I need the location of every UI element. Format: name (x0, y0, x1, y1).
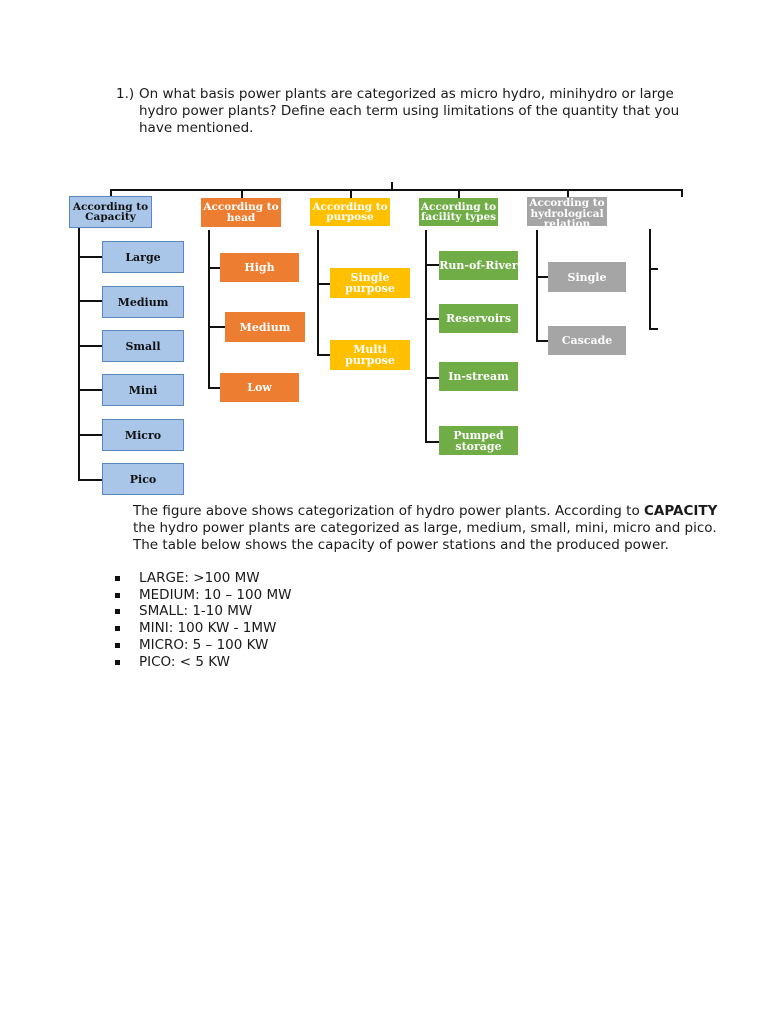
drop-head (241, 189, 243, 199)
facility-branch (425, 264, 440, 266)
facility-spine (425, 230, 427, 442)
category-head: According to head (201, 198, 281, 227)
capacity-spine (78, 228, 80, 480)
capacity-bullet-list: LARGE: >100 MW MEDIUM: 10 – 100 MW SMALL… (114, 570, 292, 670)
drop-hydrological (567, 189, 569, 199)
hydrological-branch (536, 276, 549, 278)
capacity-item-pico: Pico (102, 463, 184, 495)
head-item-low: Low (220, 373, 299, 402)
bullet-item: PICO: < 5 KW (114, 654, 292, 671)
category-capacity: According to Capacity (69, 196, 152, 228)
category-hydrological: According to hydrological relation (527, 197, 607, 226)
bullet-square-icon (115, 609, 120, 615)
bullet-item: SMALL: 1-10 MW (114, 603, 292, 620)
bullet-item: MINI: 100 KW - 1MW (114, 620, 292, 637)
hydrological-item-cascade: Cascade (548, 326, 626, 355)
head-branch (208, 326, 226, 328)
bullet-item: LARGE: >100 MW (114, 570, 292, 587)
question-number: 1.) (116, 86, 135, 102)
head-item-medium: Medium (225, 312, 305, 342)
head-branch (208, 267, 221, 269)
paragraph-bold-term: CAPACITY (644, 503, 718, 519)
facility-item-reservoirs: Reservoirs (439, 304, 518, 333)
drop-capacity (110, 189, 112, 197)
root-connector (391, 182, 393, 190)
hydrological-spine (536, 230, 538, 342)
bullet-square-icon (115, 626, 120, 632)
bullet-item: MICRO: 5 – 100 KW (114, 637, 292, 654)
head-item-high: High (220, 253, 299, 282)
hydrological-item-single: Single (548, 262, 626, 292)
capacity-branch (78, 256, 103, 258)
paragraph-text-after: the hydro power plants are categorized a… (133, 520, 717, 553)
drop-purpose (350, 189, 352, 199)
hydrological-branch (536, 340, 549, 342)
purpose-spine (317, 230, 319, 356)
capacity-item-large: Large (102, 241, 184, 273)
head-branch (208, 387, 221, 389)
capacity-item-small: Small (102, 330, 184, 362)
sixth-branch (649, 268, 658, 270)
purpose-branch (317, 354, 331, 356)
paragraph-text-before: The figure above shows categorization of… (133, 503, 640, 519)
purpose-item-single: Single purpose (330, 268, 410, 298)
sixth-branch (649, 328, 658, 330)
capacity-item-micro: Micro (102, 419, 184, 451)
purpose-branch (317, 283, 331, 285)
facility-item-run-of-river: Run-of-River (439, 251, 518, 280)
facility-item-in-stream: In-stream (439, 362, 518, 391)
capacity-branch (78, 389, 103, 391)
facility-branch (425, 318, 440, 320)
facility-item-pumped-storage: Pumped storage (439, 426, 518, 455)
category-purpose: According to purpose (310, 198, 390, 226)
capacity-branch (78, 300, 103, 302)
bullet-square-icon (115, 659, 120, 665)
top-bus-line (110, 189, 682, 191)
question: 1.) On what basis power plants are categ… (116, 86, 716, 137)
drop-sixth (681, 189, 683, 197)
purpose-item-multi: Multi purpose (330, 340, 410, 370)
category-facility: According to facility types (419, 198, 498, 226)
capacity-branch (78, 345, 103, 347)
bullet-item: MEDIUM: 10 – 100 MW (114, 587, 292, 604)
question-text: On what basis power plants are categoriz… (139, 86, 680, 136)
capacity-item-medium: Medium (102, 286, 184, 318)
capacity-item-mini: Mini (102, 374, 184, 406)
bullet-square-icon (115, 592, 120, 598)
sixth-spine (649, 229, 651, 330)
head-spine (208, 230, 210, 388)
facility-branch (425, 441, 440, 443)
capacity-branch (78, 479, 103, 481)
facility-branch (425, 377, 440, 379)
capacity-branch (78, 434, 103, 436)
explanation-paragraph: The figure above shows categorization of… (133, 503, 733, 554)
hydro-categorization-diagram: According to Capacity Large Medium Small… (69, 182, 683, 495)
bullet-square-icon (115, 642, 120, 648)
bullet-square-icon (115, 576, 120, 581)
drop-facility (458, 189, 460, 199)
